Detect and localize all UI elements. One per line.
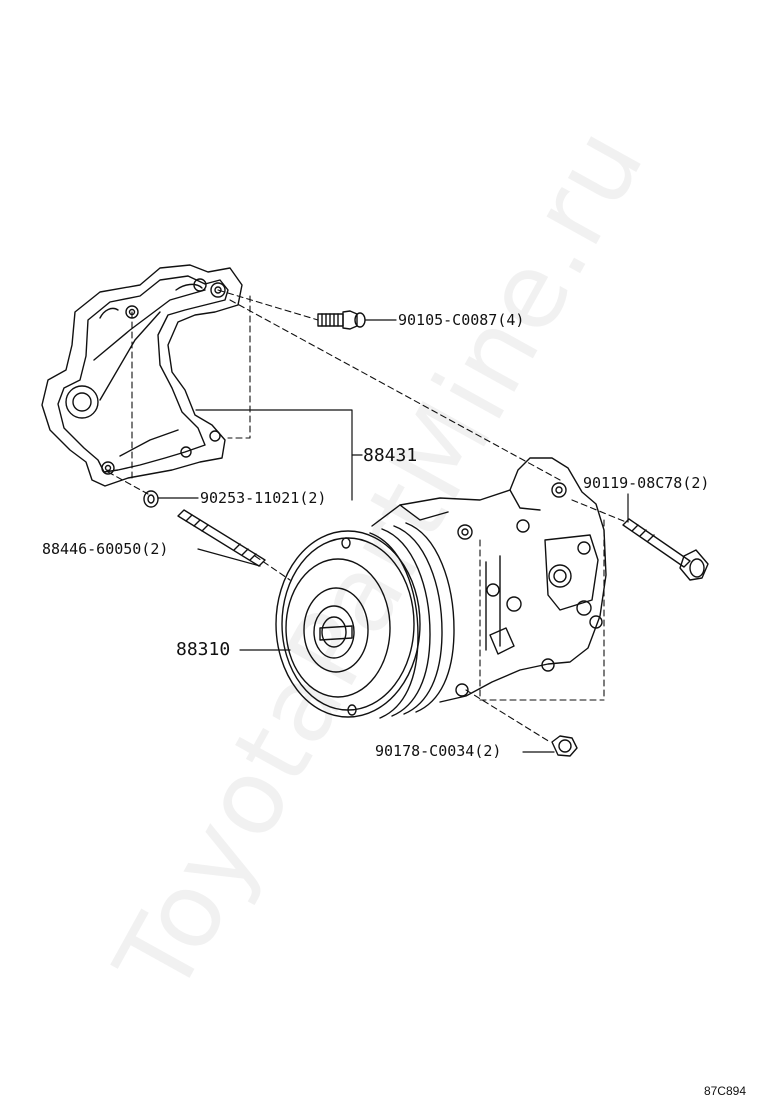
bolt-90105-drawing bbox=[317, 310, 366, 330]
stud-88446-drawing bbox=[177, 509, 266, 567]
leader-lines bbox=[157, 319, 629, 753]
part-label-nut-90253[interactable]: 90253-11021(2) bbox=[200, 489, 327, 507]
nut-90253-drawing bbox=[143, 490, 159, 508]
part-label-stud-88446[interactable]: 88446-60050(2) bbox=[42, 540, 169, 558]
nut-90178-drawing bbox=[551, 735, 578, 757]
figure-code: 87C894 bbox=[703, 1084, 746, 1098]
part-label-bracket-88431[interactable]: 88431 bbox=[363, 445, 418, 466]
part-label-compressor-88310[interactable]: 88310 bbox=[176, 639, 231, 660]
dashed-alignment-lines bbox=[107, 289, 627, 743]
part-label-nut-90178[interactable]: 90178-C0034(2) bbox=[375, 742, 502, 760]
bolt-90119-drawing bbox=[622, 518, 709, 581]
part-label-bolt-90119[interactable]: 90119-08C78(2) bbox=[583, 474, 710, 492]
part-label-bolt-90105[interactable]: 90105-C0087(4) bbox=[398, 311, 525, 329]
bracket-88431-drawing bbox=[41, 264, 243, 487]
compressor-88310-drawing bbox=[275, 457, 607, 719]
